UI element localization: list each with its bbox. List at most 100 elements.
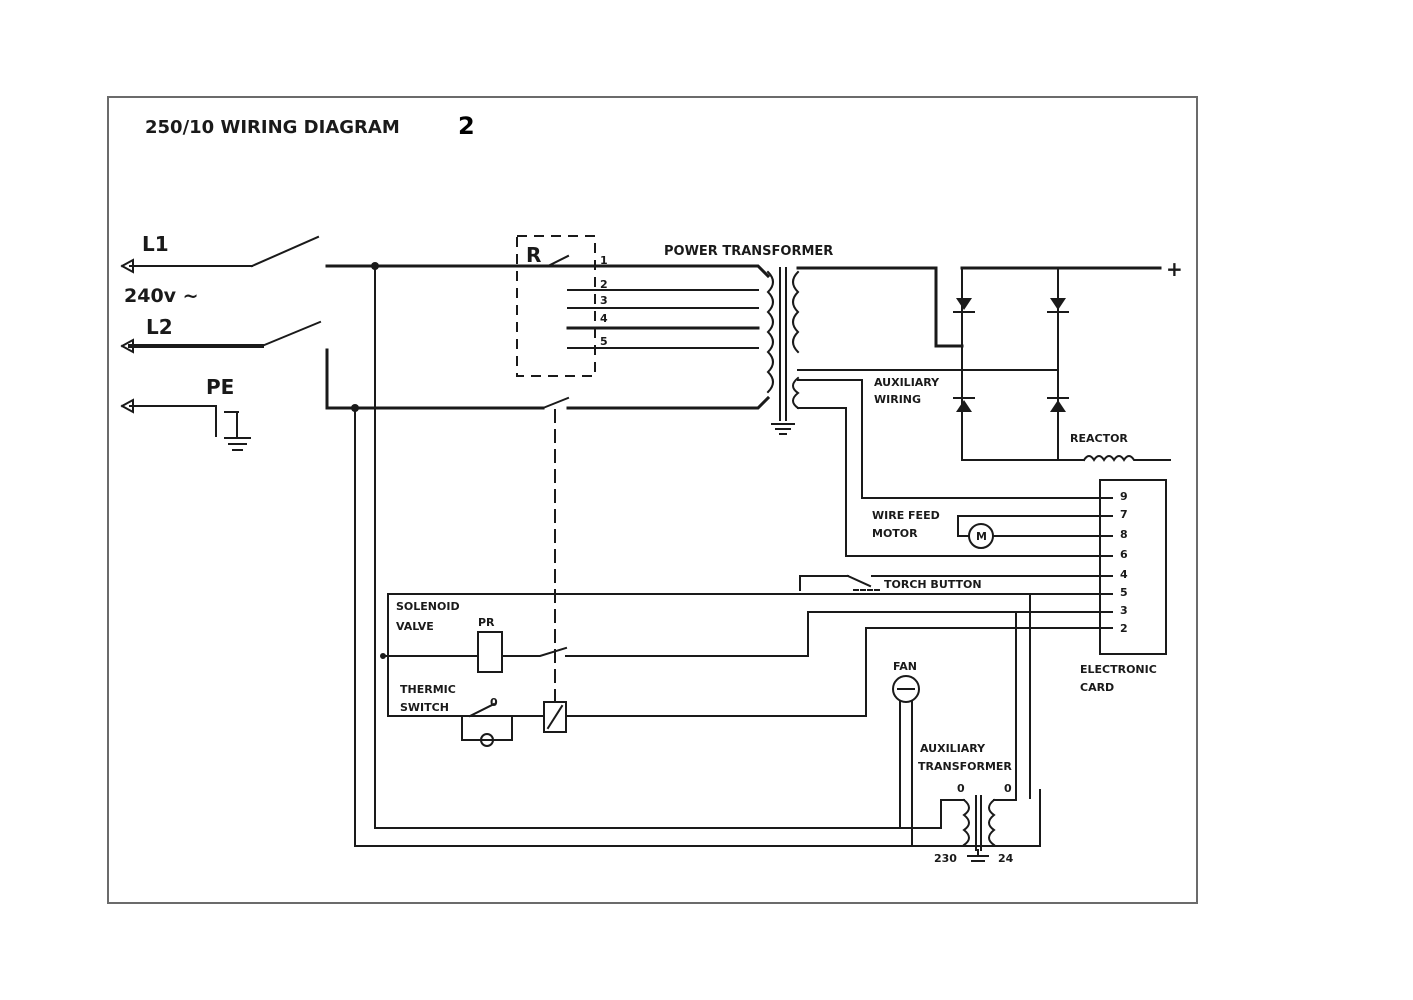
relay-tap-3: 3 — [600, 294, 608, 307]
motor-wire-7 — [957, 515, 1099, 537]
relay-r: R 1 2 3 4 5 — [516, 235, 771, 701]
motor-symbol: M — [976, 530, 987, 543]
solenoid-label-2: VALVE — [396, 620, 434, 633]
electronic-card-label-2: CARD — [1080, 681, 1114, 694]
aux-primary-coil — [962, 798, 970, 847]
transformer-ground-icon — [771, 423, 795, 435]
relay-tap-4: 4 — [600, 312, 608, 325]
thermic-tag: 0 — [490, 696, 498, 709]
secondary-top-wire — [796, 266, 964, 348]
card-pin-4: 4 — [1120, 568, 1128, 581]
positive-output-label: + — [1166, 257, 1183, 281]
l2-terminal-arrow — [120, 338, 134, 354]
motor-icon — [968, 523, 994, 549]
auxiliary-winding-coil — [792, 376, 800, 410]
aux-winding-label-2: WIRING — [874, 393, 921, 406]
diode-3-icon — [953, 397, 975, 412]
relay-r-box — [516, 235, 596, 377]
l2-label: L2 — [146, 315, 173, 339]
solenoid-coil-label: PR — [478, 616, 495, 629]
aux-transformer-label-1: AUXILIARY — [920, 742, 986, 755]
diagram-frame — [107, 96, 1198, 904]
aux-tap-right: 0 — [1004, 782, 1012, 795]
diagram-title: 250/10 WIRING DIAGRAM — [145, 117, 400, 138]
electronic-card: 9 7 8 6 4 5 3 2 ELECTRONIC CARD — [1080, 479, 1167, 694]
pe-terminal-arrow — [120, 398, 134, 414]
torch-wire-left — [799, 575, 849, 591]
thermic-sensor-icon — [480, 733, 494, 747]
pe-ground-icon — [224, 411, 251, 451]
fan-icon — [892, 675, 920, 703]
card-pin-6: 6 — [1120, 548, 1128, 561]
l2-return-wire — [354, 407, 1041, 847]
card-pin-9: 9 — [1120, 490, 1128, 503]
secondary-winding — [792, 270, 800, 354]
solenoid-junction — [380, 653, 386, 659]
relay-coil-wire-to-2 — [565, 627, 1099, 717]
card-pin-3: 3 — [1120, 604, 1128, 617]
torch-button: TORCH BUTTON — [799, 574, 1099, 591]
thermic-loop-wire — [461, 715, 513, 741]
solenoid-enclosure: SOLENOID VALVE PR THERMIC SWITCH 0 — [380, 593, 1099, 799]
tap-wire-1 — [566, 264, 771, 279]
wire-feed-label-1: WIRE FEED — [872, 509, 940, 522]
voltage-label: 240v ~ — [124, 285, 199, 307]
blue-aux-wire — [374, 265, 942, 829]
l2-switch-blade — [260, 320, 322, 348]
solenoid-label-1: SOLENOID — [396, 600, 460, 613]
relay-r-label: R — [526, 243, 541, 267]
solenoid-coil-icon — [477, 631, 503, 673]
aux-secondary-coil — [988, 798, 996, 847]
reactor-coil-icon — [1082, 455, 1171, 462]
wire-feed-label-2: MOTOR — [872, 527, 918, 540]
aux-secondary-wire — [993, 611, 1017, 801]
card-pin-5: 5 — [1120, 586, 1128, 599]
diagram-number: 2 — [458, 112, 475, 140]
rectifier-bridge: + REACTOR — [953, 257, 1183, 462]
thermic-label-1: THERMIC — [400, 683, 456, 696]
reactor-label: REACTOR — [1070, 432, 1128, 445]
relay-tap-2: 2 — [600, 278, 608, 291]
wire-feed-motor: WIRE FEED MOTOR M — [872, 509, 1099, 549]
card-pin-stubs — [1097, 497, 1113, 629]
card-pin-8: 8 — [1120, 528, 1128, 541]
l2-relay-contact — [541, 396, 570, 410]
diode-2-icon — [1047, 298, 1069, 313]
electronic-card-label-1: ELECTRONIC — [1080, 663, 1157, 676]
thermic-switch-blade — [468, 702, 496, 718]
solenoid-relay-contact — [501, 646, 568, 657]
l1-terminal-arrow — [120, 258, 134, 274]
fan-label: FAN — [893, 660, 917, 673]
aux-tap-left: 0 — [957, 782, 965, 795]
pe-label: PE — [206, 375, 234, 399]
main-buses — [325, 262, 1041, 847]
power-transformer: POWER TRANSFORMER AUXILIARY WIRING — [664, 244, 1099, 557]
relay-tap-1: 1 — [600, 254, 608, 267]
torch-switch-blade — [846, 574, 872, 588]
pe-wire — [129, 405, 217, 437]
auxiliary-transformer: AUXILIARY TRANSFORMER 0 0 230 24 — [918, 611, 1017, 865]
aux-transformer-label-2: TRANSFORMER — [918, 760, 1012, 773]
relay-r-contact — [546, 254, 570, 268]
aux-winding-label-1: AUXILIARY — [874, 376, 940, 389]
power-transformer-label: POWER TRANSFORMER — [664, 244, 833, 259]
thermic-label-2: SWITCH — [400, 701, 449, 714]
fan: FAN — [892, 660, 920, 847]
card-pin-7: 7 — [1120, 508, 1128, 521]
relay-tap-5: 5 — [600, 335, 608, 348]
aux-secondary-voltage: 24 — [998, 852, 1014, 865]
aux-winding-wire-to-9 — [797, 379, 1099, 499]
supply-terminals: L1 240v ~ L2 PE — [120, 232, 322, 451]
l1-switch-blade — [250, 235, 320, 268]
l1-label: L1 — [142, 232, 169, 256]
aux-ground-icon — [967, 849, 989, 862]
aux-winding-wire-to-6 — [797, 407, 1099, 557]
l2-bus — [325, 348, 545, 410]
electronic-card-box — [1099, 479, 1167, 655]
diode-4-icon — [1047, 397, 1069, 412]
aux-primary-voltage: 230 — [934, 852, 957, 865]
diode-1-icon — [953, 298, 975, 313]
primary-winding — [766, 270, 774, 394]
relay-coil-diagonal — [546, 704, 564, 730]
